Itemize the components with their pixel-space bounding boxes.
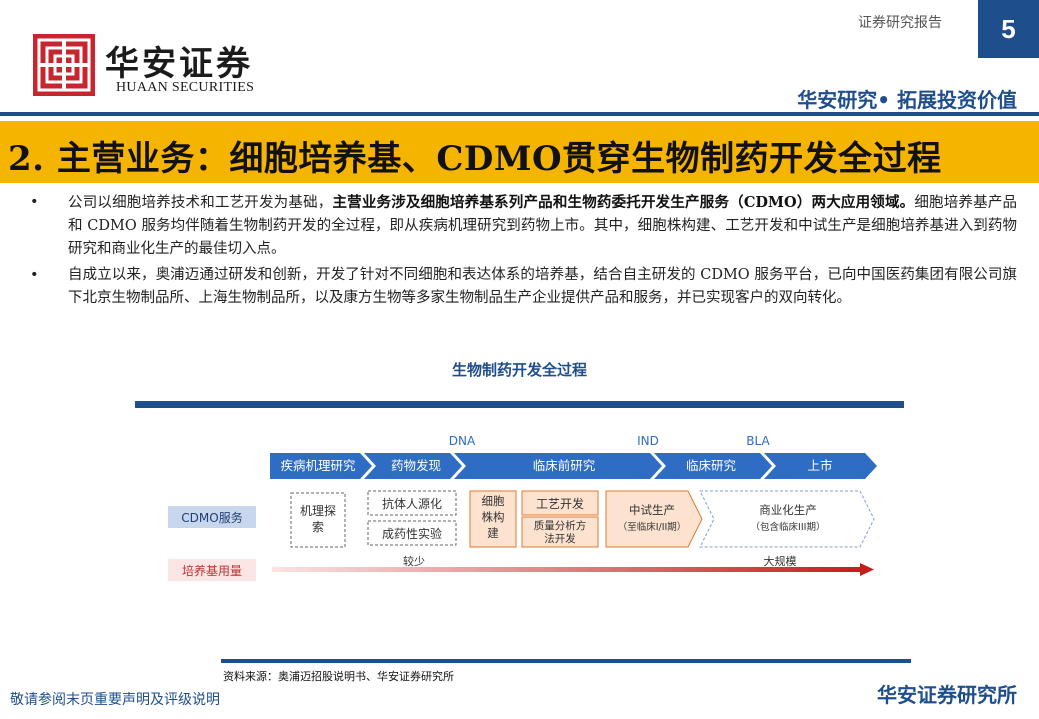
box-druggability (367, 520, 457, 546)
stage-chevron-market (764, 453, 877, 479)
figure-divider (135, 401, 904, 408)
box-cell-line-line1: 细胞 (482, 494, 505, 508)
stage-label-clinical: 临床研究 (686, 458, 737, 473)
milestone-dna: DNA (449, 434, 476, 448)
box-pilot-line2: （至临床I/II期） (618, 521, 687, 533)
logo-emblem-icon (37, 38, 91, 92)
disclaimer-link[interactable]: 敬请参阅末页重要声明及评级说明 (10, 692, 220, 708)
box-mechanism-line1: 机理探 (300, 504, 336, 518)
row-label-media: 培养基用量 (182, 563, 242, 578)
header-divider (0, 112, 1039, 116)
box-antibody-source-label: 抗体人源化 (382, 496, 442, 511)
page-title: 2. 主营业务：细胞培养基、CDMO贯穿生物制药开发全过程 (8, 139, 942, 179)
logo-text-en: HUAAN SECURITIES (116, 80, 255, 95)
stage-chevron-clinical (654, 453, 772, 479)
stage-label-mechanism: 疾病机理研究 (280, 458, 356, 473)
row-label-cdmo-bg (168, 506, 256, 528)
bullet-text: 自成立以来，奥浦迈通过研发和创新，开发了针对不同细胞和表达体系的培养基，结合自主… (68, 264, 1017, 310)
box-antibody-source (367, 490, 457, 516)
box-analytical-line2: 法开发 (544, 532, 576, 545)
milestone-ind: IND (637, 434, 659, 448)
bullet-dot: • (30, 267, 39, 283)
bullet-item-1: • 公司以细胞培养技术和工艺开发为基础，主营业务涉及细胞培养基系列产品和生物药委… (22, 191, 1017, 261)
box-cell-line (469, 490, 517, 548)
logo-mark (33, 34, 95, 96)
bullet-item-2: • 自成立以来，奥浦迈通过研发和创新，开发了针对不同细胞和表达体系的培养基，结合… (22, 264, 1017, 310)
milestone-bla: BLA (746, 434, 770, 448)
usage-low-label: 较少 (403, 554, 425, 568)
box-mechanism (290, 492, 346, 548)
box-druggability-label: 成药性实验 (382, 526, 442, 541)
usage-arrow-bar (272, 567, 862, 572)
bullet-text-pre: 自成立以来，奥浦迈通过研发和创新，开发了针对不同细胞和表达体系的培养基，结合自主… (68, 267, 1017, 306)
bullet-dot: • (30, 194, 39, 210)
row-label-cdmo: CDMO服务 (181, 510, 242, 525)
box-commercial-line2: （包含临床III期） (751, 521, 826, 533)
box-pilot (605, 490, 703, 548)
box-mechanism-line2: 索 (312, 520, 324, 534)
box-commercial-line1: 商业化生产 (759, 503, 817, 517)
usage-high-label: 大规模 (764, 554, 797, 568)
stage-label-discovery: 药物发现 (391, 458, 441, 473)
title-bar (0, 121, 1039, 183)
box-process-dev (521, 490, 599, 516)
box-process-dev-label: 工艺开发 (536, 496, 584, 511)
bullet-text-post: 细胞培养基产品和 CDMO 服务均伴随着生物制药开发的全过程，即从疾病机理研究到… (68, 195, 1018, 257)
box-pilot-line1: 中试生产 (629, 503, 675, 517)
bullet-text: 公司以细胞培养技术和工艺开发为基础，主营业务涉及细胞培养基系列产品和生物药委托开… (68, 191, 1017, 261)
box-analytical-line1: 质量分析方 (534, 519, 587, 532)
logo-text-cn: 华安证券 (105, 44, 253, 84)
process-diagram: DNA IND BLA 疾病机理研究 药物发现 临床前研究 临床研究 上市 CD… (168, 434, 877, 581)
bullet-text-pre: 公司以细胞培养技术和工艺开发为基础， (68, 195, 333, 211)
stage-chevron-preclinical (454, 453, 662, 479)
usage-arrow-head (860, 563, 874, 576)
page-number: 5 (978, 0, 1039, 58)
stage-label-market: 上市 (807, 458, 832, 473)
stage-chevron-discovery (364, 453, 462, 479)
row-label-media-bg (168, 559, 256, 581)
source-divider (221, 659, 911, 663)
source-note: 资料来源：奥浦迈招股说明书、华安证券研究所 (223, 670, 454, 683)
header-slogan: 华安研究• 拓展投资价值 (797, 88, 1017, 112)
bullet-text-bold: 主营业务涉及细胞培养基系列产品和生物药委托开发生产服务（CDMO）两大应用领域。 (332, 194, 915, 211)
box-cell-line-line3: 建 (487, 526, 499, 540)
box-analytical (521, 516, 599, 548)
box-cell-line-line2: 株构 (482, 510, 505, 524)
figure-title: 生物制药开发全过程 (451, 361, 587, 379)
stage-chevron-mechanism (270, 453, 372, 479)
footer-institute: 华安证券研究所 (877, 683, 1017, 707)
box-commercial (699, 490, 875, 548)
report-type-label: 证券研究报告 (858, 15, 942, 31)
stage-label-preclinical: 临床前研究 (533, 458, 596, 473)
